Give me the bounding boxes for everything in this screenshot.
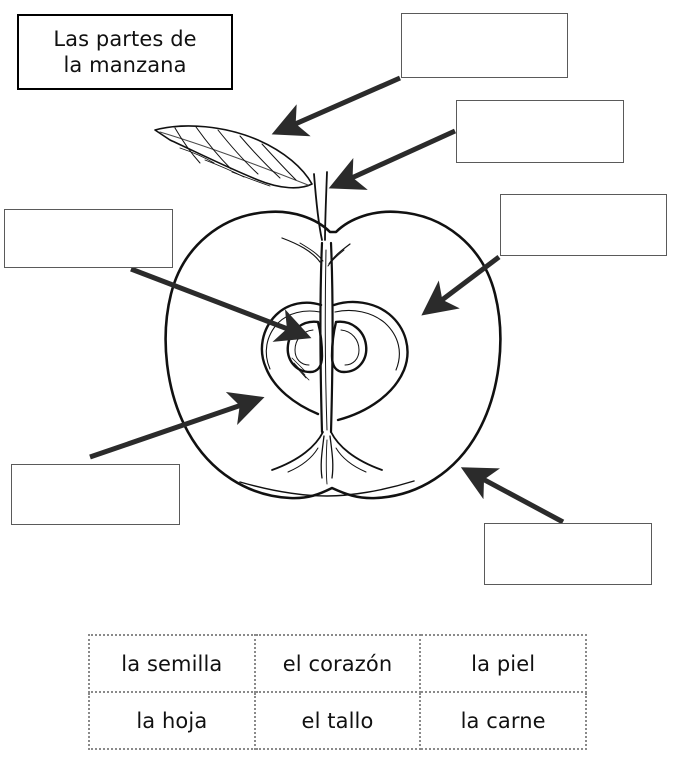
page-title: Las partes de la manzana [53,26,197,77]
word-bank-cell-corazon[interactable]: el corazón [253,634,422,693]
answer-box-flesh[interactable] [484,523,652,585]
answer-box-stem[interactable] [456,100,624,163]
word-bank-cell-semilla[interactable]: la semilla [88,634,256,693]
word-bank-cell-piel[interactable]: la piel [419,634,587,693]
word-bank-cell-tallo[interactable]: el tallo [253,691,422,750]
word-bank-cell-hoja[interactable]: la hoja [88,691,256,750]
worksheet-title-box: Las partes de la manzana [17,14,233,90]
word-bank-cell-carne[interactable]: la carne [419,691,587,750]
word-bank: la semilla el corazón la piel la hoja el… [88,634,587,750]
answer-box-leaf[interactable] [401,13,568,78]
word-bank-row: la hoja el tallo la carne [88,691,587,750]
answer-box-seed[interactable] [4,209,173,268]
answer-box-core[interactable] [11,464,180,525]
answer-box-skin[interactable] [500,194,667,256]
word-bank-row: la semilla el corazón la piel [88,634,587,693]
